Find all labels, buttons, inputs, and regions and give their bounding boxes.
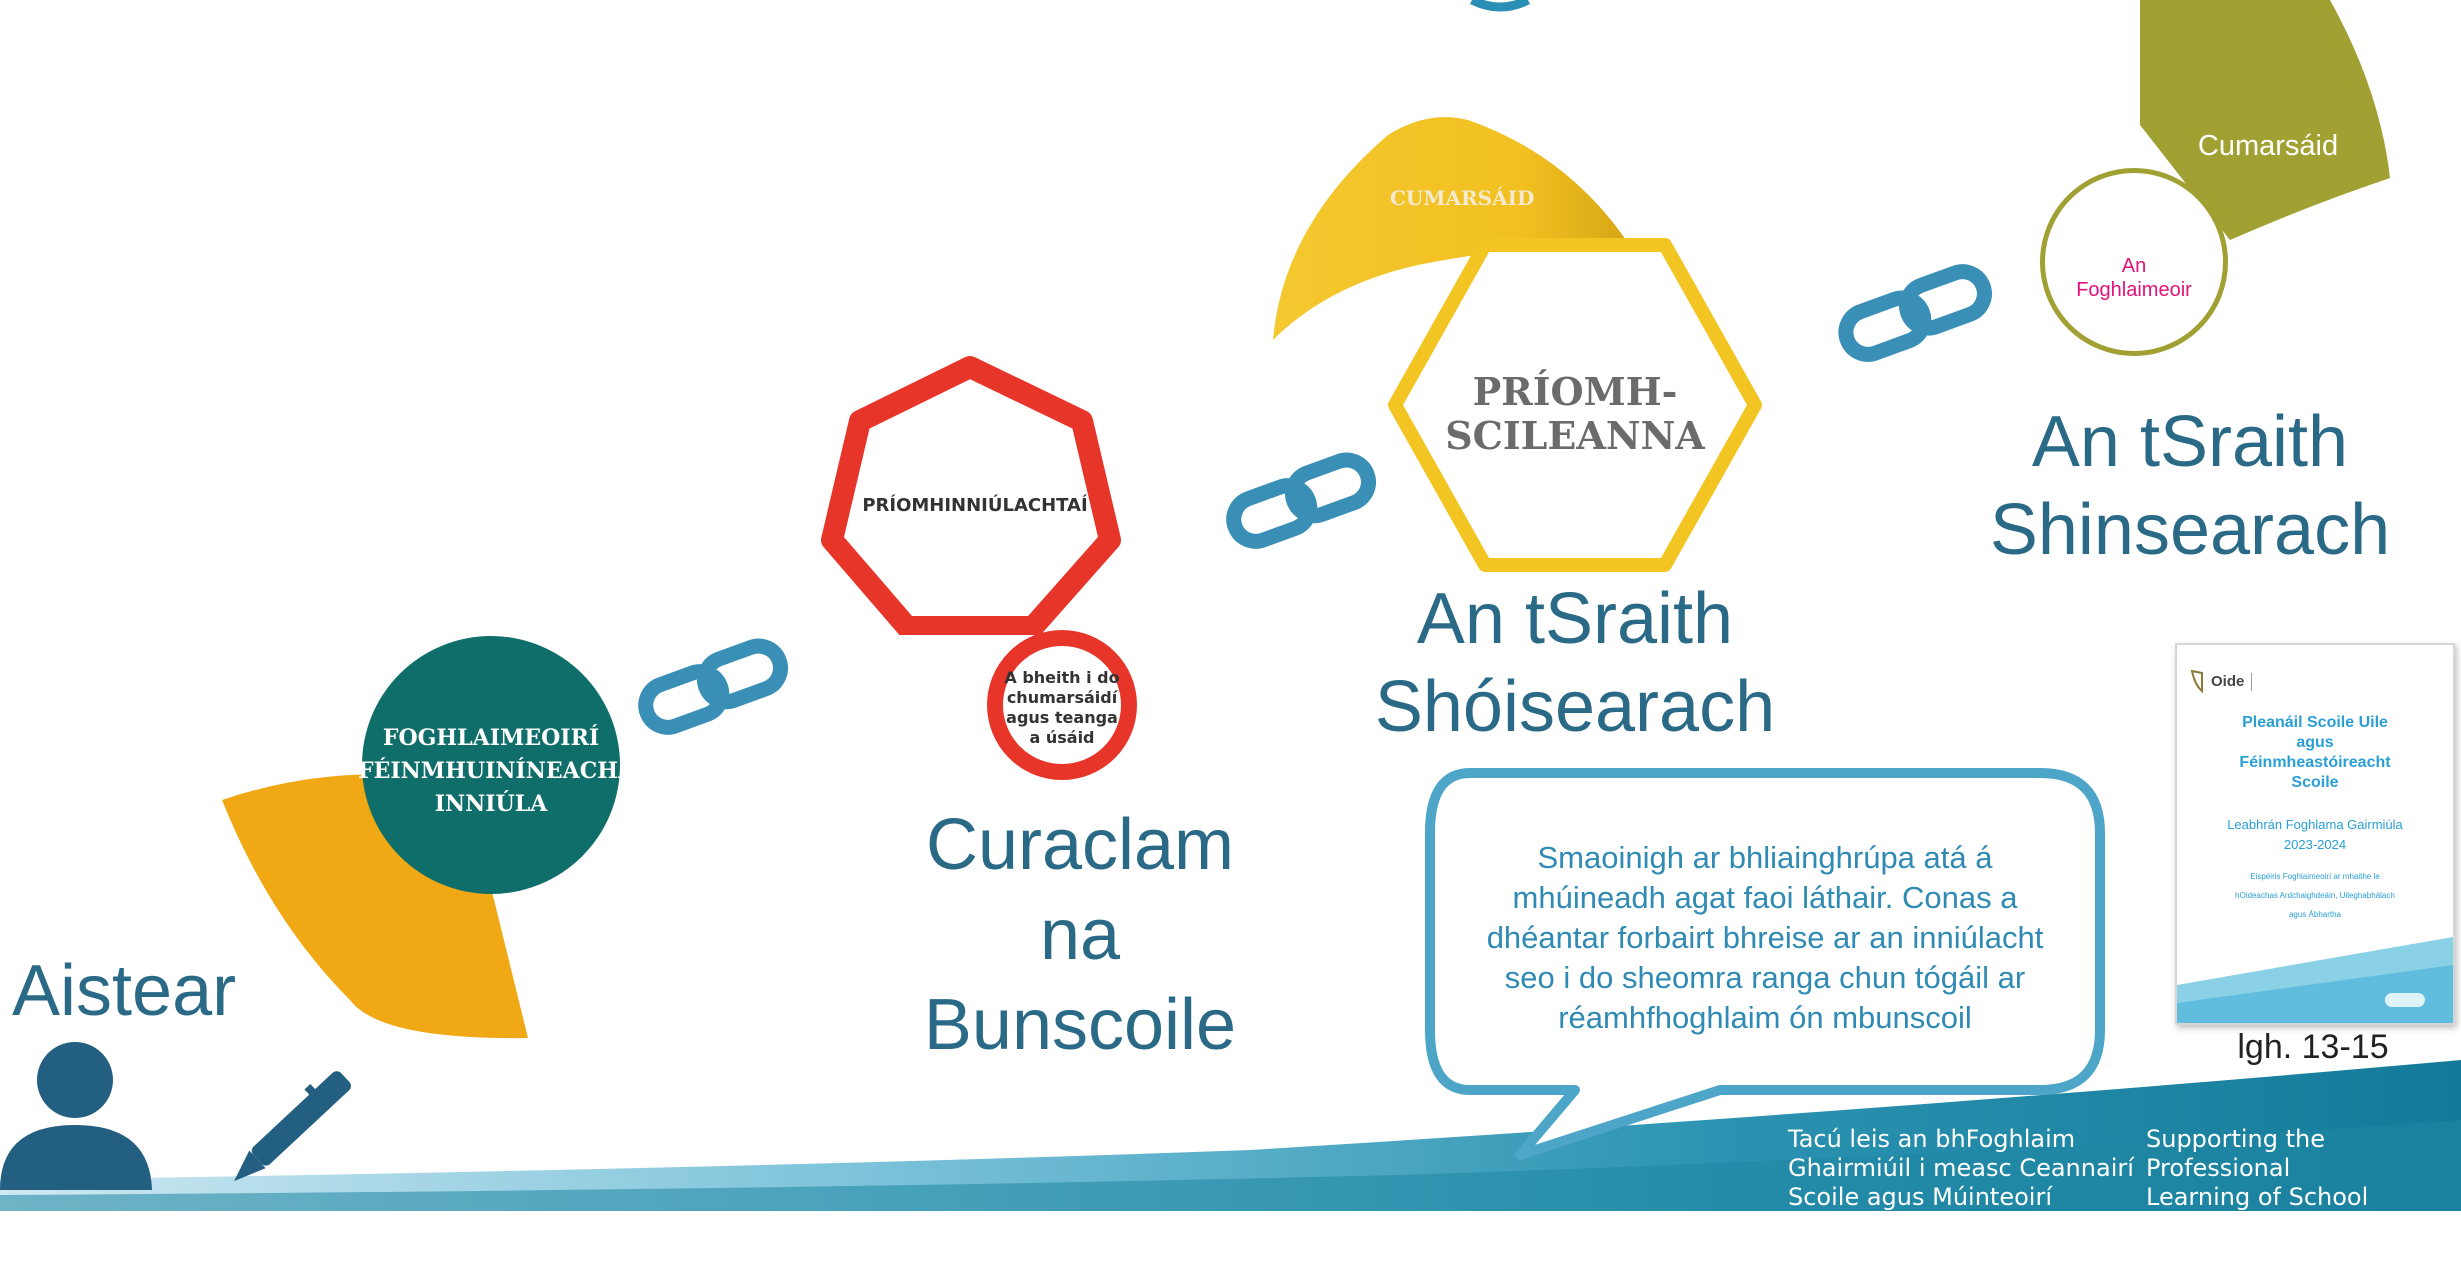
bunscoil-circle-line: a úsáid [1029, 728, 1095, 747]
aistear-title: Aistear [12, 951, 237, 1031]
sinsearach-cumarsaid-sector [2140, 0, 2390, 240]
bunscoil-title-line: Bunscoile [923, 985, 1237, 1065]
person-icon [0, 1042, 152, 1190]
bunscoil-circle-line: agus teanga [1006, 708, 1118, 727]
footer-english-line: Supporting the Professional [2146, 1125, 2326, 1182]
footer-english: Supporting the Professional Learning of … [2146, 1125, 2461, 1270]
speech-line: seo i do sheomra ranga chun tógáil ar [1504, 960, 2026, 995]
footer-english-line: Learning of School Leaders [2146, 1183, 2369, 1240]
harp-icon [2190, 669, 2203, 693]
pen-icon [234, 1071, 351, 1182]
sinsearach-title-line: An tSraith [2031, 402, 2349, 482]
document-logo: Oide [2211, 673, 2245, 690]
doc-small-line: Eispéiris Foghlaimeoirí ar mhaithe le [2250, 872, 2380, 881]
sinsearach-title: An tSraith Shinsearach [1960, 398, 2420, 574]
bunscoil-circle-line: A bheith i do [1004, 668, 1120, 687]
footer-irish-line: Ghairmiúil i measc Ceannairí [1788, 1154, 2134, 1182]
doc-subtitle-line: 2023-2024 [2283, 837, 2347, 852]
speech-bubble [1425, 768, 2105, 1160]
document-small-text: Eispéiris Foghlaimeoirí ar mhaithe le hO… [2177, 867, 2453, 924]
footer-english-line: and Teachers [2146, 1241, 2305, 1269]
doc-title-line: Scoile [2291, 774, 2339, 791]
soisearach-hexagon-text: PRÍOMH- SCILEANNA [1425, 370, 1725, 458]
document-page-ref: lgh. 13-15 [2237, 1028, 2389, 1066]
top-partial-shape [1470, 0, 1530, 12]
footer-irish-line: Tacú leis an bhFoghlaim [1788, 1125, 2076, 1153]
doc-title-line: agus [2296, 734, 2334, 751]
speech-line: mhúineadh agat faoi láthair. Conas a [1512, 880, 2018, 915]
cc-badge [2385, 993, 2425, 1007]
soisearach-title-line: An tSraith [1416, 579, 1734, 659]
bunscoil-title-line: na [1039, 895, 1121, 975]
bunscoil-circle-text: A bheith i do chumarsáidí agus teanga a … [987, 668, 1137, 748]
aistear-circle-text: FOGHLAIMEOIRÍ FÉINMHUINÍNEACHA INNIÚLA [358, 722, 636, 821]
soisearach-title: An tSraith Shóisearach [1330, 575, 1820, 751]
sinsearach-sector-label: Cumarsáid [2197, 130, 2339, 162]
soisearach-cumarsaid-banner [1273, 117, 1628, 340]
soisearach-hexagon [1388, 238, 1762, 572]
bunscoil-title: Curaclam na Bunscoile [880, 800, 1280, 1070]
bunscoil-circle-line: chumarsáidí [1006, 688, 1118, 707]
soisearach-title-line: Shóisearach [1374, 667, 1776, 747]
doc-title-line: Pleanáil Scoile Uile [2242, 714, 2388, 731]
sinsearach-circle-text: An Foghlaimeoir [2040, 254, 2228, 302]
aistear-circle-line: FÉINMHUINÍNEACHA [358, 758, 636, 784]
footer-irish: Tacú leis an bhFoghlaim Ghairmiúil i mea… [1788, 1125, 2134, 1212]
speech-bubble-text: Smaoinigh ar bhliainghrúpa atá á mhúinea… [1450, 838, 2080, 1038]
document-subtitle: Leabhrán Foghlama Gairmiúla 2023-2024 [2177, 815, 2453, 855]
document-cover-graphic [2177, 937, 2453, 1023]
bunscoil-title-line: Curaclam [925, 805, 1235, 885]
sinsearach-title-line: Shinsearach [1989, 490, 2391, 570]
chain-link-icon [1226, 452, 1376, 549]
soisearach-hexagon-line: PRÍOMH- [1472, 369, 1678, 414]
soisearach-hexagon-line: SCILEANNA [1445, 413, 1705, 458]
document-title: Pleanáil Scoile Uile agus Féinmheastóire… [2177, 713, 2453, 793]
speech-line: dhéantar forbairt bhreise ar an inniúlac… [1486, 920, 2044, 955]
bunscoil-heptagon [821, 356, 1121, 635]
bunscoil-heptagon-label: PRÍOMHINNIÚLACHTAÍ [862, 495, 1088, 516]
soisearach-banner-label: CUMARSÁID [1390, 186, 1535, 210]
speech-line: Smaoinigh ar bhliainghrúpa atá á [1537, 840, 1993, 875]
chain-link-icon [1838, 264, 1992, 362]
footer-wave [0, 1060, 2461, 1211]
aistear-circle-line: FOGHLAIMEOIRÍ [382, 725, 600, 751]
doc-subtitle-line: Leabhrán Foghlama Gairmiúla [2227, 817, 2403, 832]
doc-title-line: Féinmheastóireacht [2239, 754, 2391, 771]
chain-link-icon [638, 638, 788, 735]
sinsearach-learner-circle [2040, 168, 2228, 356]
aistear-circle [362, 636, 620, 894]
doc-small-line: hOideachas Ardchaighdeáin, Uileghabhálac… [2235, 891, 2395, 900]
document-logo-rule [2251, 673, 2252, 691]
doc-small-line: agus Ábhartha [2288, 910, 2342, 919]
speech-line: réamhfhoghlaim ón mbunscoil [1558, 1000, 1972, 1035]
aistear-circle-line: INNIÚLA [434, 791, 548, 817]
footer-irish-line: Scoile agus Múinteoirí [1788, 1183, 2052, 1211]
document-thumbnail[interactable]: Oide Pleanáil Scoile Uile agus Féinmheas… [2175, 643, 2455, 1025]
sinsearach-circle-line: An [2121, 255, 2147, 277]
sinsearach-circle-line: Foghlaimeoir [2076, 279, 2192, 301]
